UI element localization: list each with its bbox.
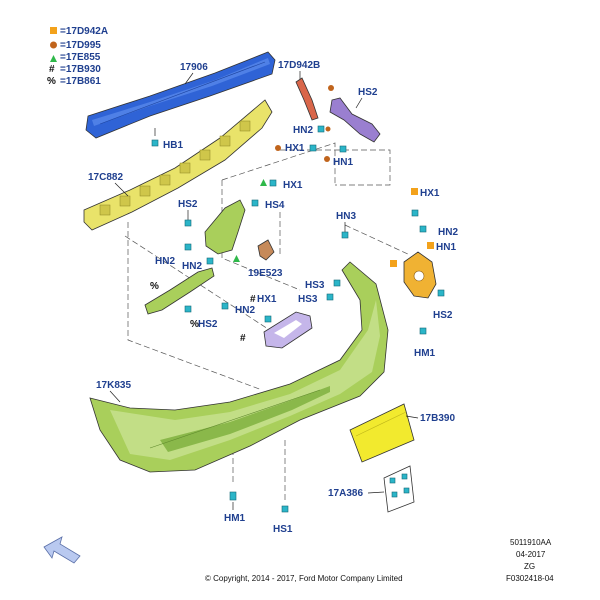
square-marker-icon-2 xyxy=(427,242,434,249)
legend-square-icon xyxy=(50,27,57,34)
legend-percent-symbol: % xyxy=(47,76,56,87)
label-17906: 17906 xyxy=(180,62,208,73)
label-hm1-bottom: HM1 xyxy=(224,513,246,524)
label-hx1-top: HX1 xyxy=(285,143,305,154)
label-hs2-top: HS2 xyxy=(358,87,378,98)
bracket-green-mid xyxy=(204,199,246,255)
label-hn1-top: HN1 xyxy=(333,157,353,168)
ref-line-4: F0302418-04 xyxy=(506,574,554,583)
legend-code-2: =17D995 xyxy=(60,40,101,51)
legend-code-1: =17D942A xyxy=(60,26,108,37)
clip-hn3-icon xyxy=(341,231,349,239)
fastener-pack-17a386 xyxy=(383,465,415,513)
clip-hm1-bottom-icon xyxy=(229,491,237,501)
label-hs3-a: HS3 xyxy=(305,280,325,291)
clip-hs3-b-icon xyxy=(326,293,334,301)
ref-line-2: 04-2017 xyxy=(516,550,546,559)
clip-hn2-left-b-icon xyxy=(206,257,214,265)
label-hs3-b: HS3 xyxy=(298,294,318,305)
label-hs2-left: HS2 xyxy=(178,199,198,210)
clip-hx1-mid-icon xyxy=(269,179,277,187)
label-17d942b: 17D942B xyxy=(278,60,320,71)
fastener-circle-icon xyxy=(328,85,334,91)
clip-hx1-top-icon xyxy=(309,144,317,152)
label-hx1-right: HX1 xyxy=(420,188,440,199)
label-hx1-lower: HX1 xyxy=(257,294,277,305)
clip-hs2-lower-icon xyxy=(184,305,192,313)
symbol-percent-a: % xyxy=(150,281,159,292)
legend-hash-symbol: # xyxy=(49,64,55,75)
label-hs2-right: HS2 xyxy=(433,310,453,321)
clip-hn2-left-a-icon xyxy=(184,243,192,251)
clip-hm1-right-icon xyxy=(419,327,427,335)
clip-hb1-icon xyxy=(151,139,159,147)
energy-absorber-17c882 xyxy=(83,99,273,231)
clip-hn2-top-icon xyxy=(317,125,325,133)
bracket-17d942b xyxy=(295,77,319,121)
clip-hs2-right-icon xyxy=(437,289,445,297)
label-hn2-left-a: HN2 xyxy=(155,256,175,267)
clip-hn2-right-icon xyxy=(419,225,427,233)
triangle-marker-icon xyxy=(260,179,267,186)
label-hn2-lower: HN2 xyxy=(235,305,255,316)
legend-circle-icon xyxy=(50,41,57,49)
ref-line-1: 5011910AA xyxy=(510,538,552,547)
bracket-green-left xyxy=(144,267,215,315)
label-17k835: 17K835 xyxy=(96,380,131,391)
label-hs1-bottom: HS1 xyxy=(273,524,293,535)
clip-hs3-a-icon xyxy=(333,279,341,287)
triangle-marker-icon-2 xyxy=(233,255,240,262)
label-hx1-mid: HX1 xyxy=(283,180,303,191)
legend-triangle-icon xyxy=(50,55,57,62)
plate-bracket-17b390 xyxy=(349,403,415,463)
ref-line-3: ZG xyxy=(524,562,535,571)
bumper-beam-17906 xyxy=(85,51,276,139)
label-hn2-top: HN2 xyxy=(293,125,313,136)
square-marker-icon xyxy=(411,188,418,195)
bumper-cover-17k835 xyxy=(89,261,389,473)
clip-hs4-icon xyxy=(251,199,259,207)
direction-arrow-icon xyxy=(43,536,81,564)
symbol-percent-b: % xyxy=(190,319,199,330)
label-17b390: 17B390 xyxy=(420,413,455,424)
label-17a386: 17A386 xyxy=(328,488,363,499)
bracket-19e523 xyxy=(257,239,275,261)
legend-code-5: =17B861 xyxy=(60,76,101,87)
legend: =17D942A =17D995 =17E855 # =17B930 % =17… xyxy=(47,26,108,87)
symbol-hash-b: # xyxy=(240,333,246,344)
label-19e523: 19E523 xyxy=(248,268,283,279)
fastener-circle-icon-4 xyxy=(324,156,330,162)
clip-hx1-right-icon xyxy=(411,209,419,217)
clip-hs2-left-icon xyxy=(184,219,192,227)
label-hs2-lower: HS2 xyxy=(198,319,218,330)
square-marker-icon-3 xyxy=(390,260,397,267)
clip-hx1-lower-icon xyxy=(264,315,272,323)
clip-hn2-lower-icon xyxy=(221,302,229,310)
label-hn2-left-b: HN2 xyxy=(182,261,202,272)
label-hs4: HS4 xyxy=(265,200,285,211)
symbol-hash-a: # xyxy=(250,294,256,305)
legend-code-3: =17E855 xyxy=(60,52,101,63)
label-hn2-right: HN2 xyxy=(438,227,458,238)
label-hn3: HN3 xyxy=(336,211,356,222)
copyright-text: © Copyright, 2014 - 2017, Ford Motor Com… xyxy=(205,574,403,583)
label-hb1: HB1 xyxy=(163,140,183,151)
clip-hn1-top-icon xyxy=(339,145,347,153)
assembly-guide-lines xyxy=(124,142,411,500)
label-hm1-right: HM1 xyxy=(414,348,436,359)
fastener-circle-icon-3 xyxy=(275,145,281,151)
label-hn1-right: HN1 xyxy=(436,242,456,253)
label-17c882: 17C882 xyxy=(88,172,123,183)
legend-code-4: =17B930 xyxy=(60,64,101,75)
fastener-circle-icon-2 xyxy=(325,126,331,132)
bracket-purple xyxy=(329,97,381,143)
clip-hs1-bottom-icon xyxy=(281,505,289,513)
